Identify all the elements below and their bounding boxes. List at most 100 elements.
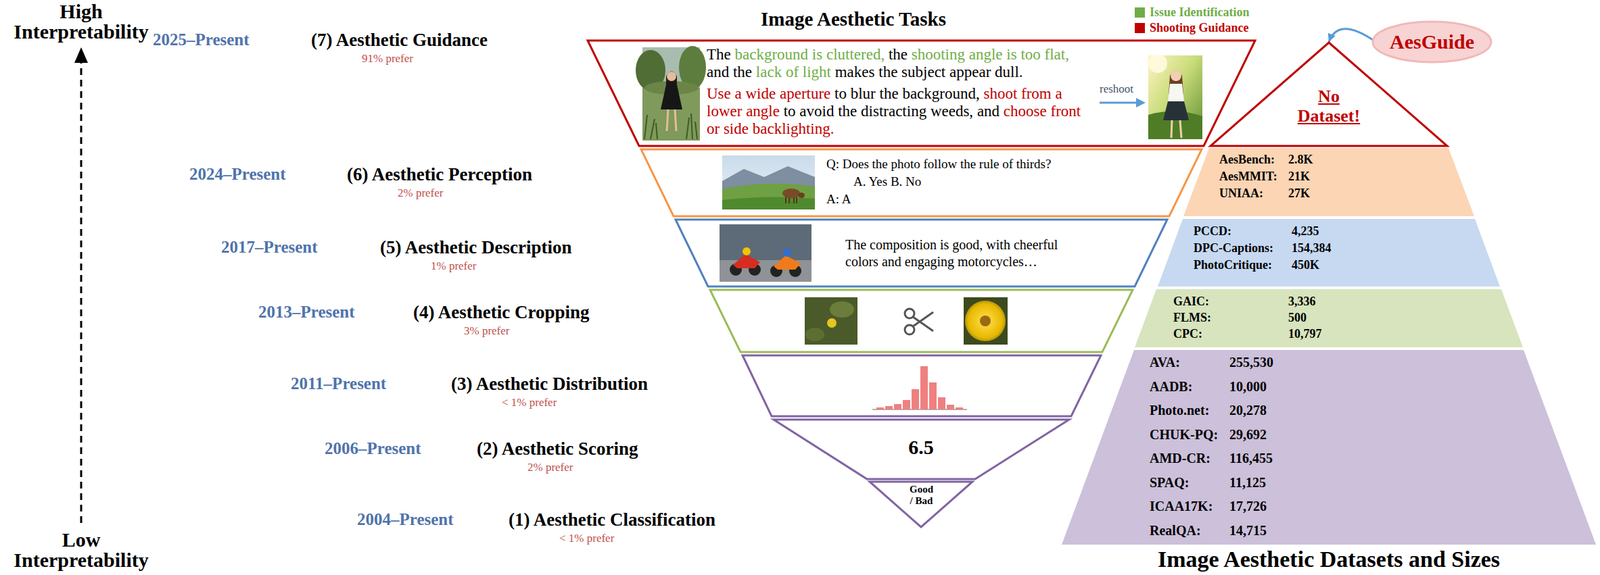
histogram-bar <box>902 400 911 410</box>
task-name: (2) Aesthetic Scoring <box>476 438 638 460</box>
task-name: (3) Aesthetic Distribution <box>451 373 648 395</box>
photo-hill <box>722 183 815 210</box>
dataset-name: AMD-CR: <box>1149 451 1211 467</box>
histogram-bar <box>937 397 946 410</box>
section-title: Image Aesthetic Tasks <box>760 8 947 31</box>
dataset-size: 10,797 <box>1288 327 1323 342</box>
reshoot-arrow <box>1099 102 1138 105</box>
text-run: light <box>802 63 832 81</box>
answer-text: A: A <box>826 192 1030 207</box>
text-run: flat, <box>1044 45 1070 63</box>
dataset-name: UNIAA: <box>1219 186 1264 201</box>
photo-head <box>666 71 677 82</box>
text-run: the <box>879 85 899 103</box>
photo-mountains <box>722 166 815 210</box>
text-run: cluttered, <box>826 45 885 63</box>
photo-helmet <box>783 248 792 257</box>
text-run: weeds, <box>930 102 974 120</box>
photo-weeds <box>644 113 698 140</box>
text-run: the <box>837 102 857 120</box>
task-name: (5) Aesthetic Description <box>380 237 572 259</box>
text-run: blur <box>850 85 876 103</box>
dataset-size: 2.8K <box>1288 152 1314 168</box>
dataset-name: SPAQ: <box>1149 475 1190 491</box>
classification-triangle: Good / Bad <box>869 482 973 528</box>
text-run: angle <box>969 45 1003 63</box>
preference-percent: 91% prefer <box>361 52 414 66</box>
photo-uncropped <box>804 297 858 345</box>
histogram-bar <box>911 389 920 410</box>
text-run: The <box>706 45 732 63</box>
scissors-handle <box>904 325 915 335</box>
legend-swatch <box>1134 22 1145 34</box>
text-run: makes <box>835 63 876 81</box>
photo-landscape <box>722 155 815 210</box>
dataset-name: RealQA: <box>1149 523 1202 539</box>
text-run: dull. <box>994 63 1024 81</box>
scissors-handle <box>904 309 915 319</box>
year-label: 2004–Present <box>357 510 454 531</box>
text-run: shooting <box>911 45 966 63</box>
histogram-bar <box>946 405 955 410</box>
histogram-bar <box>920 366 928 410</box>
photo-legs <box>666 109 677 132</box>
distribution-trapezoid <box>742 355 1101 417</box>
photo-cow <box>782 188 800 199</box>
dataset-name: AVA: <box>1149 355 1181 371</box>
section-title: Image Aesthetic Datasets and Sizes <box>1157 547 1500 573</box>
text-run: side <box>723 120 749 138</box>
dataset-band: AesBench:2.8KAesMMIT:21KUNIAA:27K <box>1183 148 1475 217</box>
node-outline <box>675 219 1168 287</box>
dataset-size: 10,000 <box>1229 379 1267 395</box>
photo-top <box>1167 83 1185 102</box>
question-text: Q: Does the photo follow the rule of thi… <box>826 156 1151 172</box>
photo-cow-head <box>797 192 805 199</box>
text-run: background, <box>902 85 980 103</box>
photo-race <box>719 224 812 282</box>
text-run: lower <box>706 102 742 120</box>
text-run: background <box>735 45 809 63</box>
photo-blur <box>805 327 825 342</box>
dataset-size: 11,125 <box>1229 475 1266 491</box>
text-run: of <box>785 63 799 81</box>
photo-skirt <box>1163 101 1189 121</box>
year-label: 2024–Present <box>189 165 287 185</box>
no-dataset-note: No Dataset! <box>1291 86 1367 126</box>
guidance-trapezoid: The background is cluttered, the shootin… <box>587 40 1256 147</box>
text-run: the <box>733 63 752 81</box>
guidance-text: Use a wide aperture to blur the backgrou… <box>706 85 1089 138</box>
year-label: 2017–Present <box>221 238 318 258</box>
photo-blur <box>829 301 855 318</box>
node-shape <box>587 40 1256 147</box>
text-run: to <box>834 85 847 103</box>
text-run: backlighting. <box>752 120 835 138</box>
dashed-axis <box>80 62 83 524</box>
text-run: from <box>1021 85 1052 103</box>
dataset-name: FLMS: <box>1173 311 1212 326</box>
text-run: appear <box>949 63 991 81</box>
dataset-size: 154,384 <box>1291 241 1332 256</box>
dataset-size: 29,692 <box>1229 427 1267 443</box>
preference-percent: 3% prefer <box>463 324 510 339</box>
photo-flower <box>827 318 837 328</box>
text-run: a <box>735 85 742 103</box>
node-outline <box>1061 350 1596 546</box>
dataset-size: 500 <box>1288 311 1307 326</box>
text-run: to <box>783 102 796 120</box>
text-run: and <box>977 102 1000 120</box>
text-run: distracting <box>860 102 927 120</box>
node-shape <box>773 419 1070 480</box>
photo-motorcycle <box>733 254 761 269</box>
arrow-label: reshoot <box>1099 82 1134 97</box>
node-shape <box>1157 219 1500 287</box>
photo-motorcycle <box>773 255 801 270</box>
histogram-bar <box>893 404 902 410</box>
text-run: aperture <box>779 85 831 103</box>
issue-text: The background is cluttered, the shootin… <box>706 45 1089 82</box>
photo-cropped <box>963 297 1008 345</box>
dataset-size: 27K <box>1288 186 1310 201</box>
histogram-bar <box>929 382 937 410</box>
dataset-name: CPC: <box>1173 327 1203 342</box>
description-trapezoid: The composition is good, with cheerful c… <box>675 219 1168 287</box>
preference-percent: 1% prefer <box>430 259 477 274</box>
